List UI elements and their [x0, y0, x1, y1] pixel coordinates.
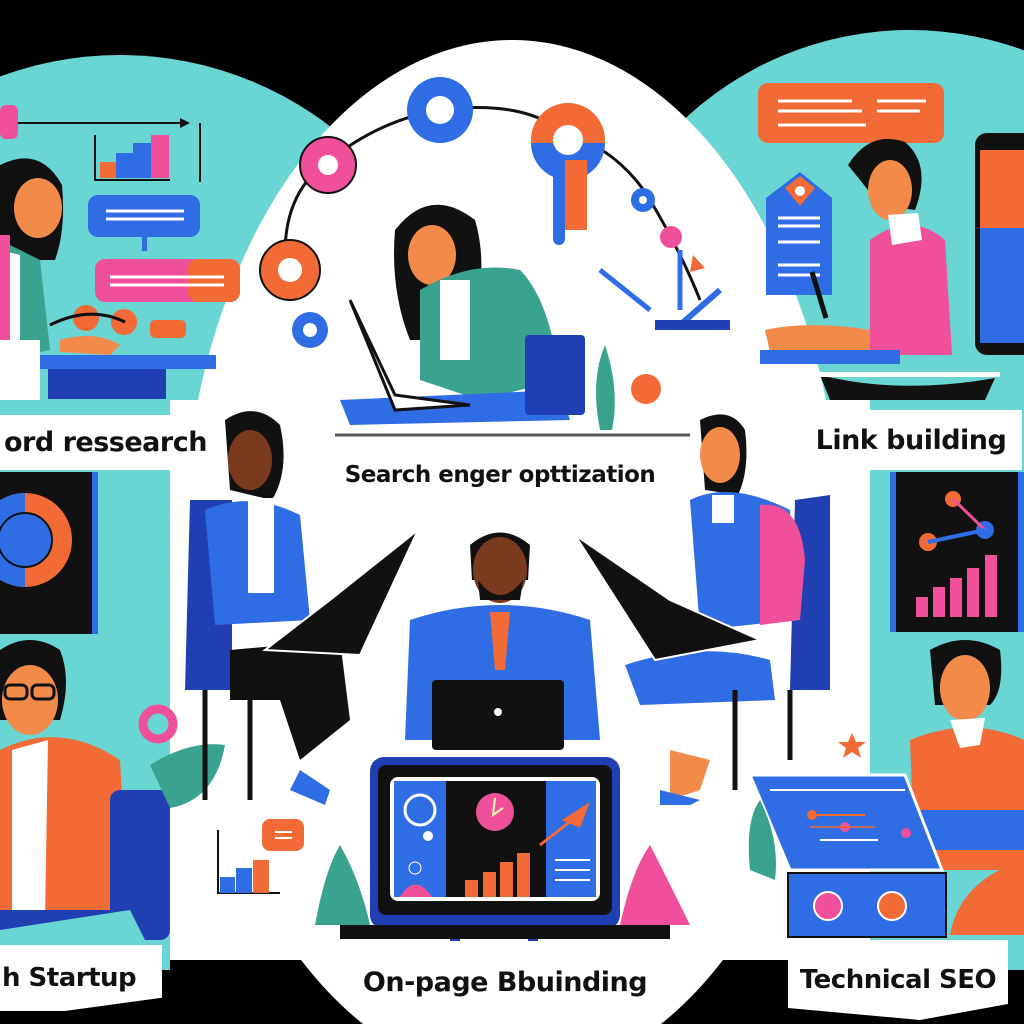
- label-startup-text: h Startup: [2, 963, 137, 993]
- label-link-building: Link building: [800, 410, 1022, 470]
- startup-scene: [0, 472, 225, 950]
- label-on-page: On-page Bbuinding: [350, 952, 660, 1012]
- label-keyword-research-text: ord ressearch: [4, 427, 207, 458]
- seo-cycle-scene: [259, 77, 730, 437]
- label-link-building-text: Link building: [815, 424, 1007, 456]
- keyword-research-scene: [0, 105, 240, 400]
- label-technical-seo: Technical SEO: [788, 940, 1008, 1020]
- label-seo: Search enger opttization: [330, 452, 670, 498]
- label-startup: h Startup: [0, 945, 162, 1011]
- label-technical-seo-text: Technical SEO: [799, 965, 997, 995]
- label-on-page-text: On-page Bbuinding: [362, 966, 648, 998]
- on-page-scene: [185, 411, 866, 941]
- label-keyword-research: ord ressearch: [0, 415, 207, 470]
- label-seo-text: Search enger opttization: [344, 462, 656, 488]
- link-building-scene: [758, 83, 1024, 400]
- technical-seo-scene: [747, 472, 1024, 938]
